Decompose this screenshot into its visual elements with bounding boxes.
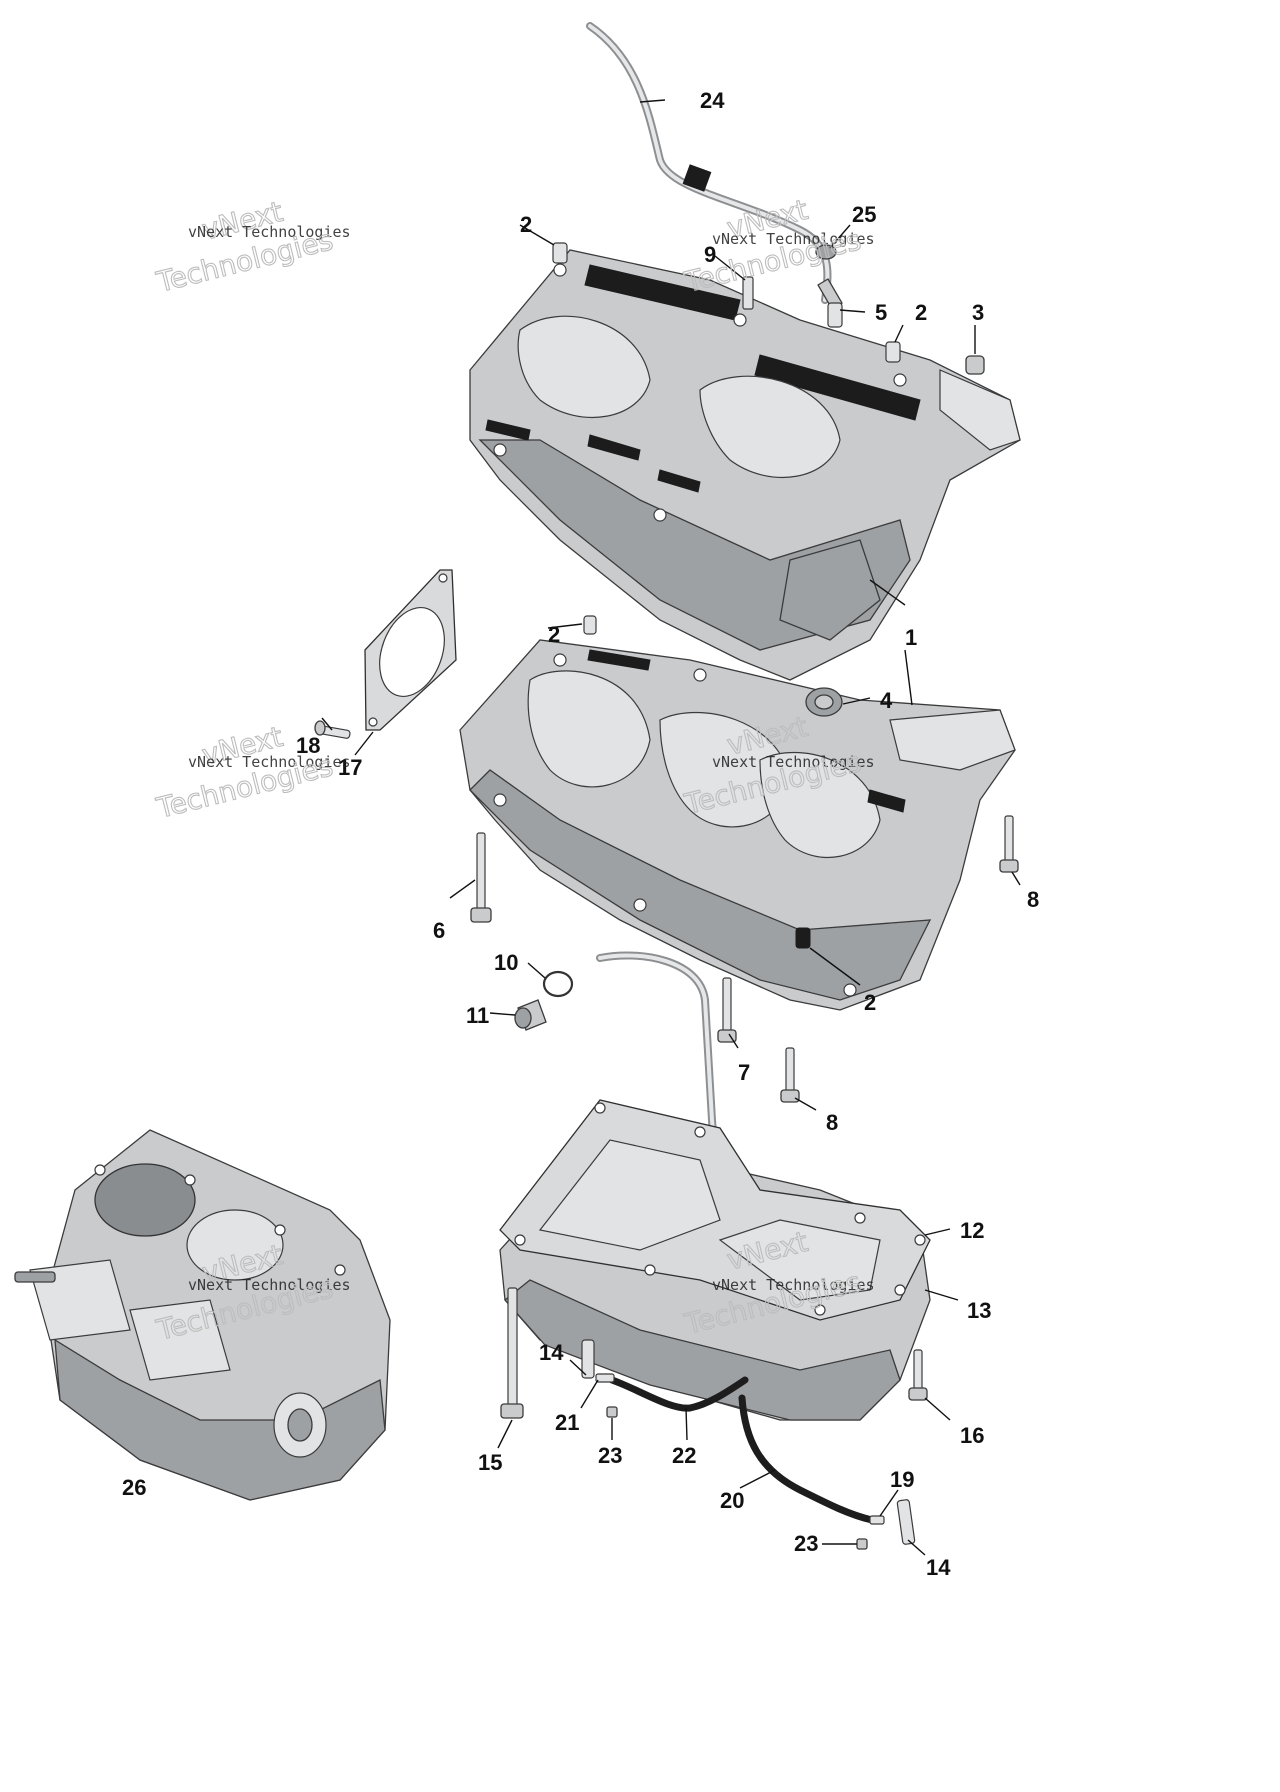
watermark-top-left: vNext vNext Technologies Technologies (152, 194, 351, 299)
callout-2: 2 (520, 212, 532, 237)
lower-crankcase-part-1 (459, 639, 1016, 1011)
dowel-pin-part-2-lower-top (583, 615, 597, 635)
connector-part-14-left (581, 1339, 595, 1379)
dowel-pin-part-2-lower-right (795, 927, 811, 949)
o-ring-part-10 (542, 970, 574, 998)
connector-part-14-right (896, 1499, 916, 1545)
bolt-part-15 (500, 1287, 524, 1419)
callout-2: 2 (864, 990, 876, 1015)
bolt-part-8-lower (780, 1047, 800, 1103)
callout-7: 7 (738, 1060, 750, 1085)
callout-2: 2 (915, 300, 927, 325)
watermark-text-full: vNext Technologies (188, 223, 351, 241)
callout-12: 12 (960, 1218, 984, 1243)
callout-8: 8 (826, 1110, 838, 1135)
callout-16: 16 (960, 1423, 984, 1448)
callout-3: 3 (972, 300, 984, 325)
gasket-part-12 (499, 1099, 931, 1321)
callout-23: 23 (794, 1531, 818, 1556)
callout-21: 21 (555, 1410, 579, 1435)
bolt-part-7 (717, 977, 737, 1043)
watermark-text-full: vNext Technologies (188, 753, 351, 771)
watermark-text-full: vNext Technologies (712, 1276, 875, 1294)
stud-part-9 (742, 276, 754, 310)
callout-10: 10 (494, 950, 518, 975)
gasket-part-17 (364, 569, 457, 731)
callout-5: 5 (875, 300, 887, 325)
drain-plug-part-11 (514, 999, 547, 1031)
callout-26: 26 (122, 1475, 146, 1500)
callout-15: 15 (478, 1450, 502, 1475)
callout-1: 1 (905, 625, 917, 650)
watermark-text-full: vNext Technologies (712, 753, 875, 771)
bolt-part-8-right (999, 815, 1019, 873)
dowel-pin-part-2-upper-left (552, 242, 568, 264)
hose-part-22 (608, 1376, 749, 1412)
clamp-part-25 (815, 244, 837, 260)
fitting-part-21 (595, 1373, 615, 1383)
callout-8: 8 (1027, 887, 1039, 912)
callout-labels: 24 25 2 9 5 2 3 1 2 4 18 17 8 6 10 2 11 … (122, 88, 1039, 1580)
elbow-fitting-part-5 (817, 278, 843, 328)
callout-20: 20 (720, 1488, 744, 1513)
watermark-mid-left: vNext vNext Technologies Technologies (152, 719, 351, 825)
bolt-part-6 (470, 832, 492, 923)
crankcase-assembly-part-26 (14, 1129, 391, 1501)
watermark-text-full: vNext Technologies (712, 230, 875, 248)
callout-18: 18 (296, 733, 320, 758)
callout-22: 22 (672, 1443, 696, 1468)
callout-17: 17 (338, 755, 362, 780)
dowel-pin-part-2-upper-right (885, 341, 901, 363)
screw-part-18 (314, 720, 351, 739)
callout-6: 6 (433, 918, 445, 943)
bolt-part-16 (908, 1349, 928, 1401)
callout-2: 2 (548, 622, 560, 647)
callout-9: 9 (704, 242, 716, 267)
fitting-part-19 (869, 1515, 885, 1525)
callout-11: 11 (466, 1003, 489, 1028)
callout-23: 23 (598, 1443, 622, 1468)
callout-25: 25 (852, 202, 876, 227)
callout-14: 14 (926, 1555, 951, 1580)
plug-part-3 (965, 355, 985, 375)
leader-lines (321, 99, 1021, 1556)
callout-14: 14 (539, 1340, 564, 1365)
watermark-low-right: vNext vNext Technologies Technologies (680, 1224, 875, 1341)
hose-part-20 (738, 1394, 876, 1524)
seal-part-4 (805, 687, 843, 717)
callout-4: 4 (880, 688, 893, 713)
clip-part-23-right (856, 1538, 868, 1550)
callout-13: 13 (967, 1298, 991, 1323)
upper-crankcase-part-1 (469, 249, 1021, 681)
callout-24: 24 (700, 88, 725, 113)
callout-19: 19 (890, 1467, 914, 1492)
watermark-text-full: vNext Technologies (188, 1276, 351, 1294)
clip-part-23-left (606, 1406, 618, 1418)
